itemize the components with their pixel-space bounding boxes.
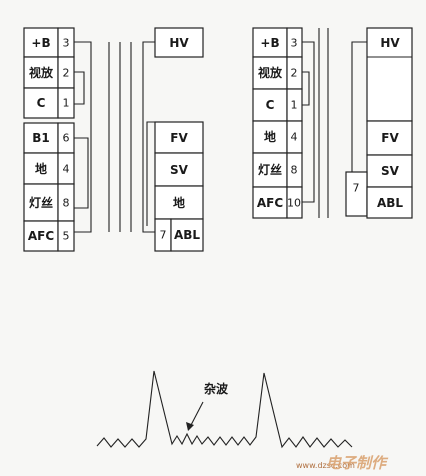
left-pin-number: 4 <box>63 163 70 176</box>
right-pin-number: 2 <box>291 67 298 80</box>
annotation-arrow-line <box>189 401 204 428</box>
left-hv-label: HV <box>169 36 189 50</box>
right-pin-number: 4 <box>291 131 298 144</box>
right-pin-row-1: 视放 2 <box>252 56 303 90</box>
right-connector: +B 3 视放 2 C 1 地 4 灯丝 8 <box>252 27 303 219</box>
annotation-arrow-head <box>186 422 194 431</box>
left-pin-label: B1 <box>32 131 50 145</box>
left-pin-row-0: +B 3 <box>23 27 75 58</box>
right-pin-label: 灯丝 <box>258 162 282 177</box>
right-pin-row-3: 地 4 <box>252 120 303 154</box>
left-pin-number: 5 <box>63 230 70 243</box>
left-pin-number: 6 <box>63 132 70 145</box>
left-pin-row-3: B1 6 <box>23 122 75 154</box>
left-pin-number: 2 <box>63 67 70 80</box>
noise-annotation: 杂波 <box>204 381 229 396</box>
left-target-block: HV FV SV 地 7 ABL <box>154 27 204 252</box>
left-pin-label: C <box>37 96 46 110</box>
left-pin-label: 地 <box>35 161 47 176</box>
left-fv-label: FV <box>170 131 188 145</box>
left-pin-label: 视放 <box>29 65 54 80</box>
noise-waveform: 杂波 <box>96 370 353 449</box>
right-pin-label: AFC <box>257 196 283 210</box>
right-sv-label: SV <box>381 164 400 178</box>
right-pin-row-5: AFC 10 <box>252 186 303 219</box>
left-ground-label: 地 <box>173 195 185 210</box>
left-pin-row-6: AFC 5 <box>23 220 75 252</box>
left-pin-row-5: 灯丝 8 <box>23 183 75 222</box>
left-abl-label: ABL <box>174 228 200 242</box>
watermark: www.dzsc.com 电子制作 <box>296 454 389 472</box>
left-pin-number: 8 <box>63 197 70 210</box>
left-connector: +B 3 视放 2 C 1 B1 6 地 4 <box>23 27 75 252</box>
left-pin-row-2: C 1 <box>23 87 75 119</box>
left-pin-label: AFC <box>28 229 54 243</box>
left-pin-number: 3 <box>63 37 70 50</box>
right-pin-row-2: C 1 <box>252 88 303 122</box>
left-pin-label: +B <box>31 36 50 50</box>
right-pin-row-4: 灯丝 8 <box>252 152 303 188</box>
watermark-text: 电子制作 <box>326 454 389 472</box>
right-pin-label: +B <box>260 36 279 50</box>
right-hv-label: HV <box>380 36 400 50</box>
left-pin-row-4: 地 4 <box>23 152 75 185</box>
right-pin-label: 视放 <box>258 65 283 80</box>
left-wiring <box>74 41 155 233</box>
watermark-url: www.dzsc.com <box>296 461 355 470</box>
right-pin-label: 地 <box>264 129 276 144</box>
right-pin-label: C <box>266 98 275 112</box>
right-abl-pin-number: 7 <box>353 182 360 195</box>
right-pin-number: 10 <box>287 197 301 210</box>
left-pin-number: 1 <box>63 97 70 110</box>
right-pin-number: 8 <box>291 164 298 177</box>
right-pin-row-0: +B 3 <box>252 27 303 58</box>
left-sv-label: SV <box>170 163 189 177</box>
right-abl-label: ABL <box>377 196 403 210</box>
right-pin-number: 1 <box>291 99 298 112</box>
right-target-block: HV FV SV 7 ABL <box>345 27 413 219</box>
right-pin-number: 3 <box>291 37 298 50</box>
right-fv-label: FV <box>381 131 399 145</box>
left-abl-pin-number: 7 <box>160 229 167 242</box>
waveform-trace <box>96 370 353 449</box>
left-pin-row-1: 视放 2 <box>23 56 75 89</box>
left-pin-label: 灯丝 <box>29 195 53 210</box>
